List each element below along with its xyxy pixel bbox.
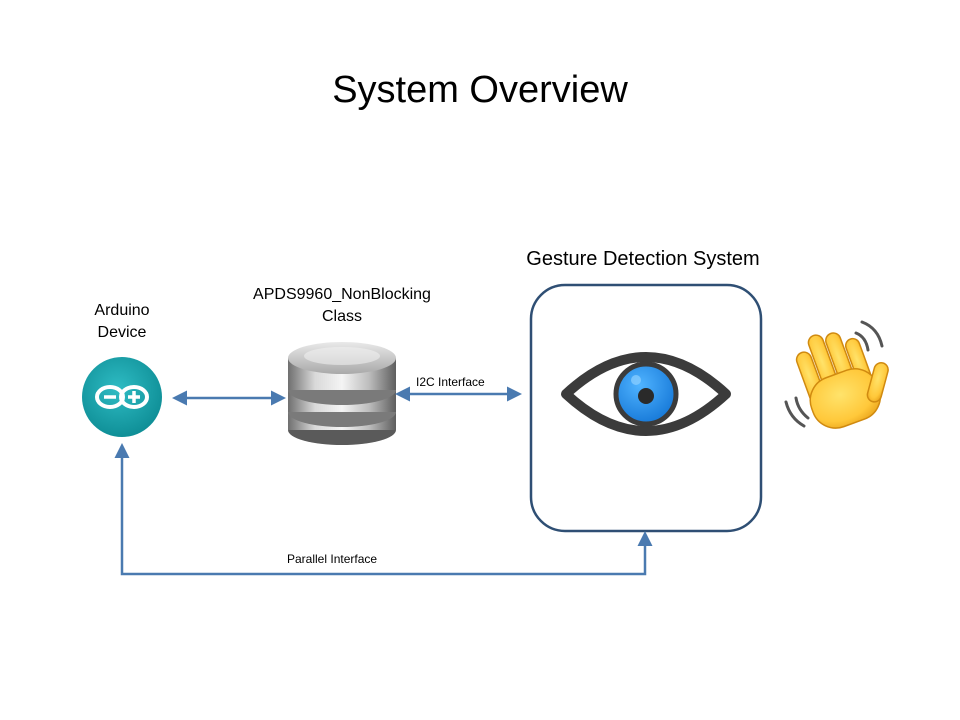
waving-hand-icon [795, 332, 889, 429]
eye-icon [561, 352, 731, 436]
arduino-label-line2: Device [97, 324, 147, 341]
parallel-interface-label: Parallel Interface [287, 552, 378, 566]
database-icon [288, 342, 396, 445]
class-label-line1: APDS9960_NonBlocking [253, 286, 431, 303]
arduino-logo-icon [82, 357, 162, 437]
i2c-interface-label: I2C Interface [416, 375, 485, 389]
motion-lines-icon [784, 320, 884, 428]
class-label: APDS9960_NonBlocking Class [222, 284, 462, 328]
arduino-label-line1: Arduino [94, 302, 150, 319]
gesture-system-label: Gesture Detection System [526, 248, 760, 270]
parallel-interface-arrow [114, 443, 653, 576]
arduino-label: Arduino Device [60, 300, 184, 344]
class-label-line2: Class [321, 308, 362, 325]
slide-title: System Overview [332, 69, 628, 111]
